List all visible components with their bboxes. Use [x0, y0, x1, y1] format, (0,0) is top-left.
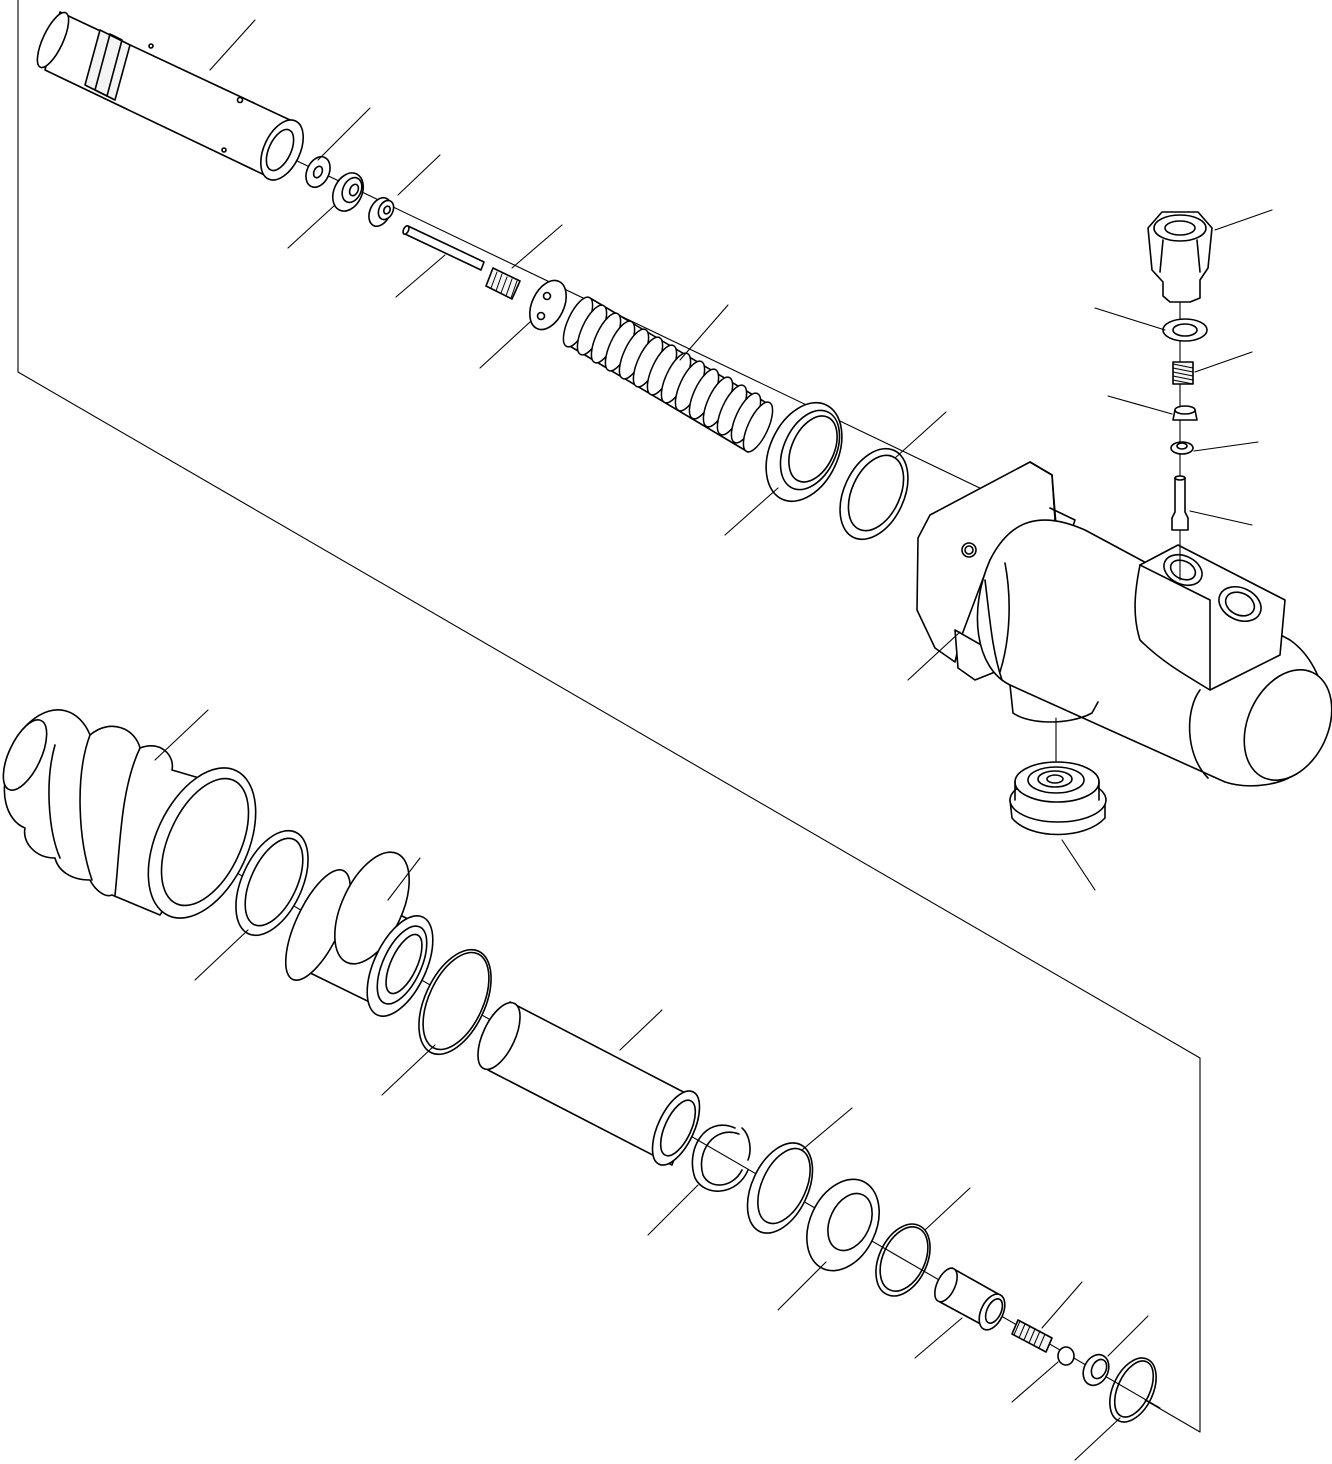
washer: [301, 153, 334, 191]
leader-check-ball-seat: [1108, 396, 1172, 414]
leader-push-rod: [396, 255, 445, 297]
valve-seat: [365, 194, 397, 230]
leader-inner-o-ring: [925, 1188, 970, 1230]
leader-check-spring: [1195, 352, 1252, 372]
leader-piston-sleeve: [210, 20, 255, 70]
leader-valve-seat: [398, 155, 440, 195]
leader-cap-nut: [1215, 210, 1272, 230]
set-screw: [1012, 1320, 1052, 1352]
seal-cup: [327, 168, 369, 216]
guide-bushing: [273, 841, 447, 1026]
assembly-boundary-frame: [18, 0, 1200, 1432]
leader-guide-bushing: [388, 858, 420, 900]
leader-check-stem: [1190, 511, 1252, 525]
retainer-ring: [793, 1168, 893, 1283]
leader-seal-cup: [288, 205, 335, 248]
guide-o-ring: [404, 939, 506, 1066]
check-ball-seat: [1173, 406, 1197, 420]
small-spring: [486, 268, 520, 299]
leader-spring-seat-plate: [480, 322, 530, 368]
push-rod: [402, 225, 484, 270]
leader-plunger: [915, 1318, 962, 1358]
check-valve: [1171, 442, 1193, 454]
bottom-seal-plug: [1010, 762, 1106, 835]
leader-bottom-seal-plug: [1062, 840, 1095, 890]
leader-piston: [620, 1010, 662, 1050]
nut-washer: [1163, 319, 1207, 341]
leader-cylinder-body: [908, 632, 960, 680]
leader-end-snap-ring: [1075, 1418, 1120, 1460]
plunger: [930, 1265, 1010, 1334]
leader-main-spring: [680, 305, 728, 360]
leader-snap-ring: [648, 1185, 698, 1235]
steel-ball: [1058, 1347, 1074, 1365]
cap-nut: [1148, 212, 1212, 302]
leader-piston-seal: [802, 1108, 852, 1150]
piston: [469, 997, 709, 1172]
leader-ball-seat: [1108, 1316, 1148, 1356]
leader-small-spring: [512, 225, 562, 268]
leader-guide-o-ring: [382, 1045, 435, 1095]
leader-boot-band: [195, 930, 248, 980]
leader-retainer-ring: [778, 1262, 826, 1310]
leader-backup-ring: [895, 412, 946, 458]
leader-set-screw: [1042, 1282, 1082, 1328]
spring-seat-plate: [523, 275, 574, 336]
end-snap-ring: [1101, 1351, 1166, 1430]
wiper-ring: [751, 391, 857, 514]
piston-seal: [734, 1133, 825, 1244]
inner-o-ring: [865, 1215, 941, 1304]
ball-seat: [1078, 1350, 1113, 1389]
piston-sleeve: [31, 9, 312, 187]
boot-collar: [127, 751, 278, 935]
backup-ring: [827, 438, 922, 550]
snap-ring: [692, 1125, 750, 1191]
leader-washer: [318, 108, 370, 160]
boot-band: [221, 820, 323, 947]
leader-wiper-ring: [725, 488, 778, 535]
leader-nut-washer: [1095, 308, 1165, 330]
leader-dust-boot: [155, 710, 208, 760]
main-spring: [558, 293, 779, 455]
check-spring: [1173, 362, 1193, 384]
cylinder-body: [917, 462, 1332, 794]
check-stem: [1172, 476, 1188, 530]
leader-check-valve: [1194, 442, 1258, 451]
leader-steel-ball: [1012, 1362, 1058, 1402]
